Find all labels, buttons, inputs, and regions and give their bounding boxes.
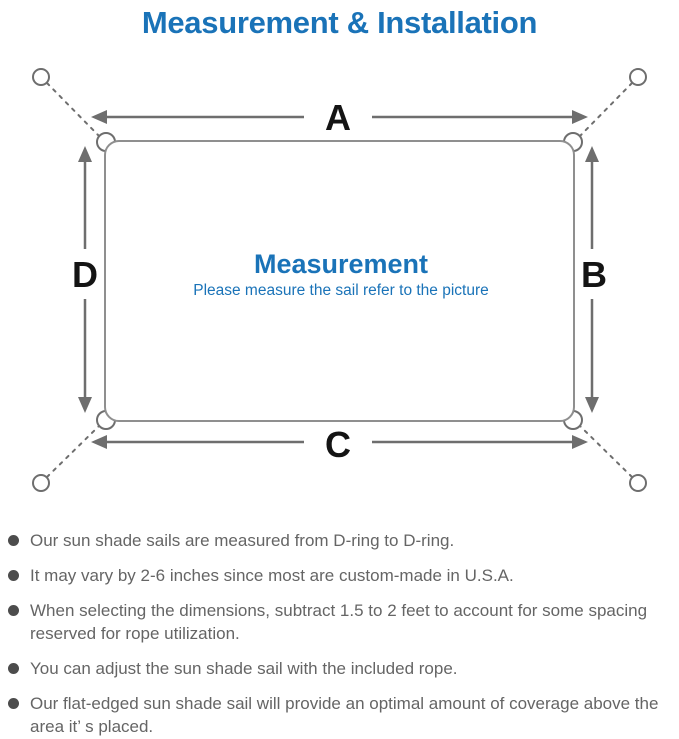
sail-outline: [104, 140, 575, 422]
anchor-point-icon: [32, 474, 50, 492]
dashed-guide-line: [46, 424, 101, 478]
note-text: It may vary by 2-6 inches since most are…: [30, 566, 514, 585]
list-item: It may vary by 2-6 inches since most are…: [8, 564, 665, 587]
dashed-guide-line: [578, 424, 633, 478]
dashed-guide-line: [46, 82, 101, 138]
dimension-label-c: C: [325, 424, 351, 465]
dimension-label-b: B: [581, 254, 607, 295]
bullet-dot-icon: [8, 698, 19, 709]
note-text: When selecting the dimensions, subtract …: [30, 601, 648, 643]
dashed-guide-line: [578, 82, 633, 138]
page-title: Measurement & Installation: [141, 5, 538, 40]
dimension-arrow-d: [78, 146, 92, 413]
diagram-center-title: Measurement: [254, 249, 428, 279]
dimension-label-d: D: [72, 254, 98, 295]
note-text: You can adjust the sun shade sail with t…: [30, 659, 458, 678]
bullet-dot-icon: [8, 570, 19, 581]
note-text: Our flat-edged sun shade sail will provi…: [30, 694, 659, 736]
notes-list: Our sun shade sails are measured from D-…: [0, 529, 679, 738]
bullet-dot-icon: [8, 663, 19, 674]
dimension-arrow-a: [91, 110, 588, 124]
bullet-dot-icon: [8, 605, 19, 616]
list-item: Our sun shade sails are measured from D-…: [8, 529, 665, 552]
anchor-point-icon: [629, 68, 647, 86]
measurement-diagram: Measurement Please measure the sail refe…: [32, 68, 647, 492]
diagram-center-subtitle: Please measure the sail refer to the pic…: [193, 282, 489, 299]
note-text: Our sun shade sails are measured from D-…: [30, 531, 455, 550]
list-item: Our flat-edged sun shade sail will provi…: [8, 692, 665, 738]
anchor-point-icon: [629, 474, 647, 492]
dimension-arrow-b: [585, 146, 599, 413]
bullet-dot-icon: [8, 535, 19, 546]
dimension-arrow-c: [91, 435, 588, 449]
list-item: You can adjust the sun shade sail with t…: [8, 657, 665, 680]
list-item: When selecting the dimensions, subtract …: [8, 599, 665, 645]
anchor-point-icon: [32, 68, 50, 86]
dimension-label-a: A: [325, 97, 351, 138]
